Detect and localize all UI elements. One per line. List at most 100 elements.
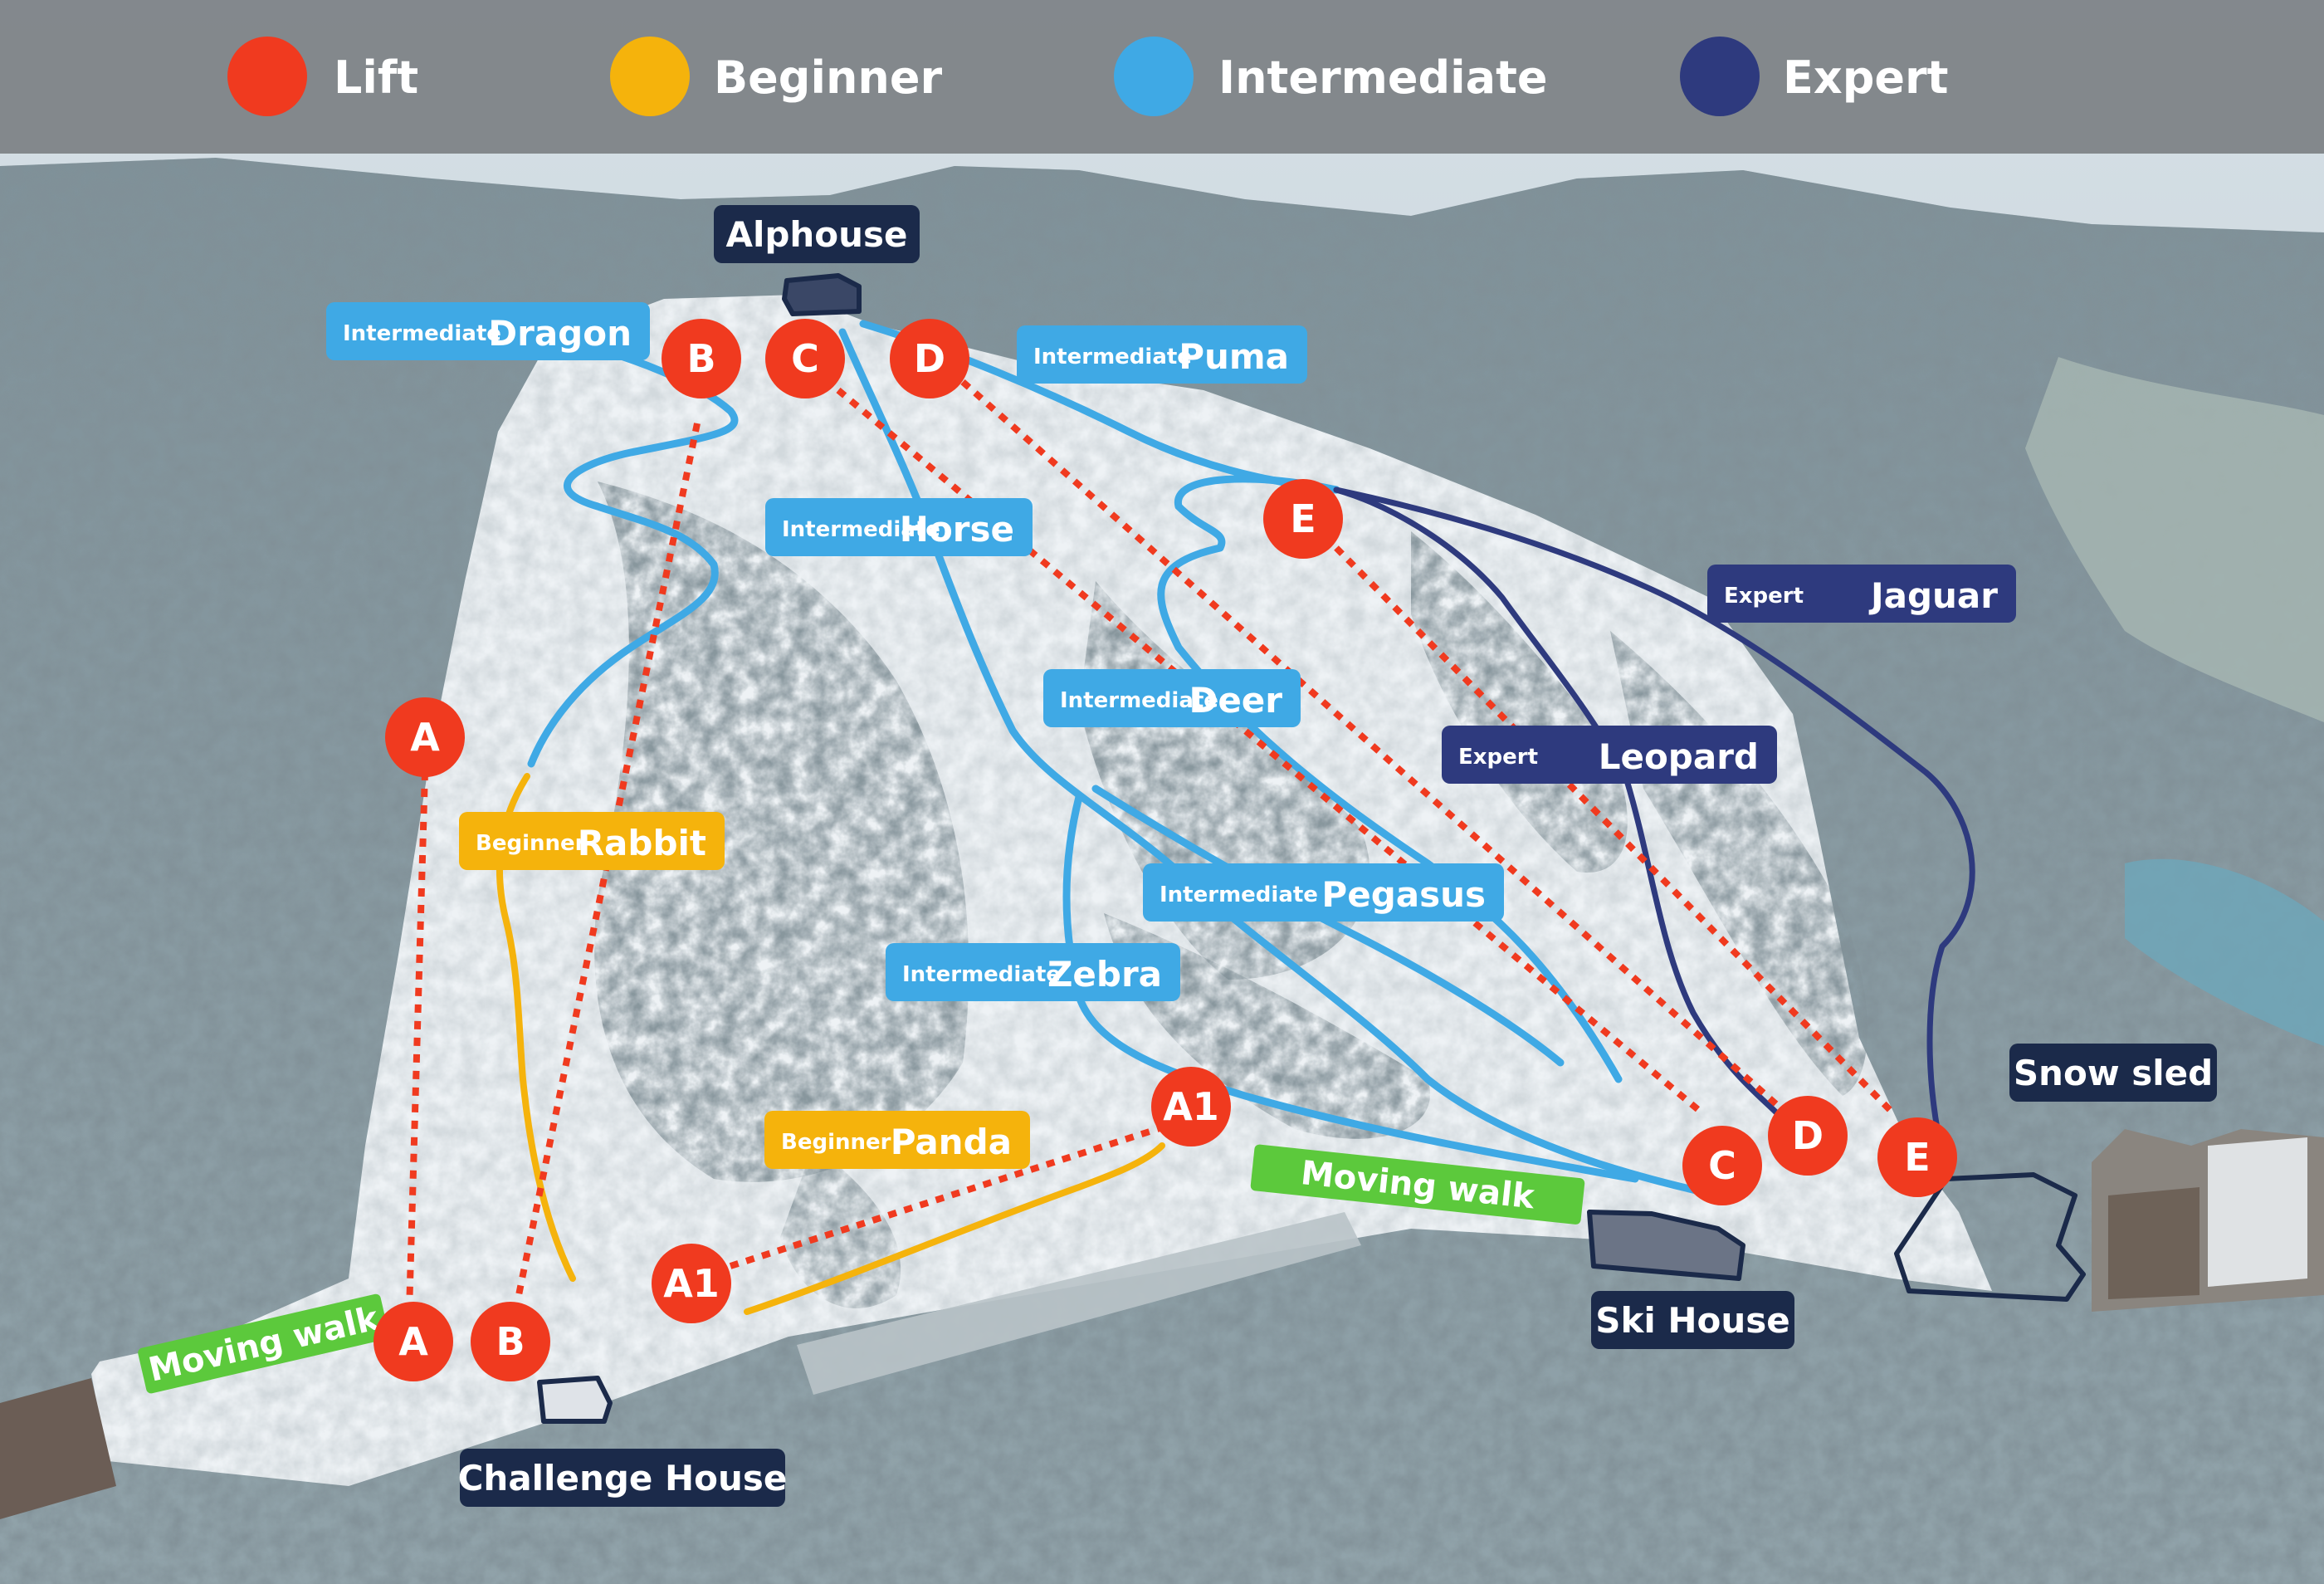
building-label-bg bbox=[460, 1449, 785, 1507]
slope-category: Expert bbox=[1458, 745, 1538, 770]
challenge-house-outline bbox=[537, 1376, 613, 1424]
lift-marker-A1-top[interactable]: A1 bbox=[1151, 1067, 1231, 1146]
lift-marker-circle bbox=[374, 1302, 453, 1381]
lift-marker-circle bbox=[765, 319, 845, 398]
slope-label-bg bbox=[1707, 565, 2016, 623]
slope-label-bg bbox=[764, 1111, 1030, 1169]
lift-marker-E-top[interactable]: E bbox=[1263, 479, 1343, 559]
ski-house-outline bbox=[1587, 1210, 1745, 1281]
slope-label-jaguar[interactable]: Expert Jaguar bbox=[1707, 565, 2016, 623]
legend-label-lift: Lift bbox=[334, 51, 418, 104]
legend-item-lift: Lift bbox=[227, 37, 418, 116]
building-label-bg bbox=[1591, 1291, 1794, 1349]
slope-category: Beginner bbox=[781, 1130, 891, 1155]
slope-name: Leopard bbox=[1599, 736, 1759, 777]
snow-sled-label[interactable]: Snow sled bbox=[2009, 1044, 2217, 1102]
legend-label-intermediate: Intermediate bbox=[1218, 51, 1548, 104]
slope-name: Jaguar bbox=[1868, 575, 1998, 616]
lift-marker-E-base[interactable]: E bbox=[1877, 1117, 1957, 1197]
lift-marker-C-top[interactable]: C bbox=[765, 319, 845, 398]
building-label-bg bbox=[714, 205, 920, 263]
slope-category: Beginner bbox=[476, 831, 586, 856]
route-jaguar[interactable] bbox=[1333, 486, 1975, 1157]
lift-marker-A-base[interactable]: A bbox=[374, 1302, 453, 1381]
building-name: Ski House bbox=[1595, 1300, 1790, 1341]
building-name: Alphouse bbox=[725, 214, 907, 255]
slope-name: Pegasus bbox=[1321, 874, 1486, 915]
lift-marker-circle bbox=[385, 697, 465, 777]
building-label-bg bbox=[2009, 1044, 2217, 1102]
lift-marker-circle bbox=[662, 319, 741, 398]
building-name: Snow sled bbox=[2014, 1053, 2213, 1093]
legend-item-beginner: Beginner bbox=[610, 37, 942, 116]
lift-marker-letter: B bbox=[686, 336, 715, 381]
building-name: Challenge House bbox=[458, 1458, 788, 1498]
legend-item-expert: Expert bbox=[1680, 37, 1948, 116]
slope-label-bg bbox=[765, 498, 1033, 556]
ski-house-label[interactable]: Ski House bbox=[1591, 1291, 1794, 1349]
route-dragon[interactable] bbox=[527, 340, 739, 768]
slope-label-bg bbox=[886, 943, 1180, 1001]
legend-label-beginner: Beginner bbox=[714, 51, 942, 104]
slope-name: Puma bbox=[1179, 336, 1289, 377]
lift-marker-circle bbox=[1768, 1096, 1848, 1176]
lift-marker-letter: E bbox=[1290, 496, 1316, 541]
lift-marker-A1-base[interactable]: A1 bbox=[652, 1244, 731, 1323]
legend-swatch-intermediate bbox=[1114, 37, 1194, 116]
slope-name: Zebra bbox=[1047, 954, 1162, 995]
moving-walks: Moving walk Moving walk bbox=[138, 1144, 1585, 1394]
lift-line-A1 bbox=[729, 1122, 1172, 1269]
legend-swatch-beginner bbox=[610, 37, 690, 116]
slope-label-leopard[interactable]: Expert Leopard bbox=[1442, 726, 1777, 784]
slope-name: Panda bbox=[891, 1122, 1012, 1162]
alphouse-label[interactable]: Alphouse bbox=[714, 205, 920, 263]
lift-marker-letter: E bbox=[1904, 1135, 1930, 1180]
slope-category: Intermediate bbox=[902, 962, 1061, 987]
lift-marker-B-base[interactable]: B bbox=[471, 1302, 550, 1381]
legend-label-expert: Expert bbox=[1783, 51, 1948, 104]
lift-marker-circle bbox=[652, 1244, 731, 1323]
slope-name: Dragon bbox=[488, 313, 632, 354]
lift-marker-letter: A1 bbox=[1163, 1084, 1219, 1129]
challenge-house-label[interactable]: Challenge House bbox=[458, 1449, 788, 1507]
slope-label-bg bbox=[459, 812, 725, 870]
lift-marker-circle bbox=[1263, 479, 1343, 559]
legend-bar: Lift Beginner Intermediate Expert bbox=[0, 0, 2324, 154]
slope-name: Deer bbox=[1189, 680, 1282, 721]
slope-category: Intermediate bbox=[1060, 688, 1218, 713]
lift-marker-letter: C bbox=[791, 336, 819, 381]
slope-category: Intermediate bbox=[1160, 882, 1318, 907]
lift-marker-A-top[interactable]: A bbox=[385, 697, 465, 777]
lift-marker-letter: D bbox=[1792, 1113, 1824, 1158]
lift-marker-C-base[interactable]: C bbox=[1682, 1126, 1762, 1205]
route-panda[interactable] bbox=[744, 1142, 1165, 1315]
legend-swatch-expert bbox=[1680, 37, 1760, 116]
lift-marker-circle bbox=[1682, 1126, 1762, 1205]
lift-marker-letter: B bbox=[496, 1319, 525, 1364]
lift-marker-B-top[interactable]: B bbox=[662, 319, 741, 398]
slope-label-bg bbox=[1442, 726, 1777, 784]
lift-marker-letter: D bbox=[914, 336, 945, 381]
slope-category: Intermediate bbox=[782, 517, 940, 542]
slope-category: Expert bbox=[1724, 584, 1804, 609]
snow-sled-outline bbox=[1894, 1172, 2086, 1302]
building-outlines bbox=[537, 273, 2086, 1424]
legend-swatch-lift bbox=[227, 37, 307, 116]
lift-marker-D-base[interactable]: D bbox=[1768, 1096, 1848, 1176]
slope-label-bg bbox=[1143, 863, 1504, 922]
route-pegasus[interactable] bbox=[1091, 785, 1565, 1067]
lift-marker-D-top[interactable]: D bbox=[890, 319, 969, 398]
lift-marker-circle bbox=[890, 319, 969, 398]
